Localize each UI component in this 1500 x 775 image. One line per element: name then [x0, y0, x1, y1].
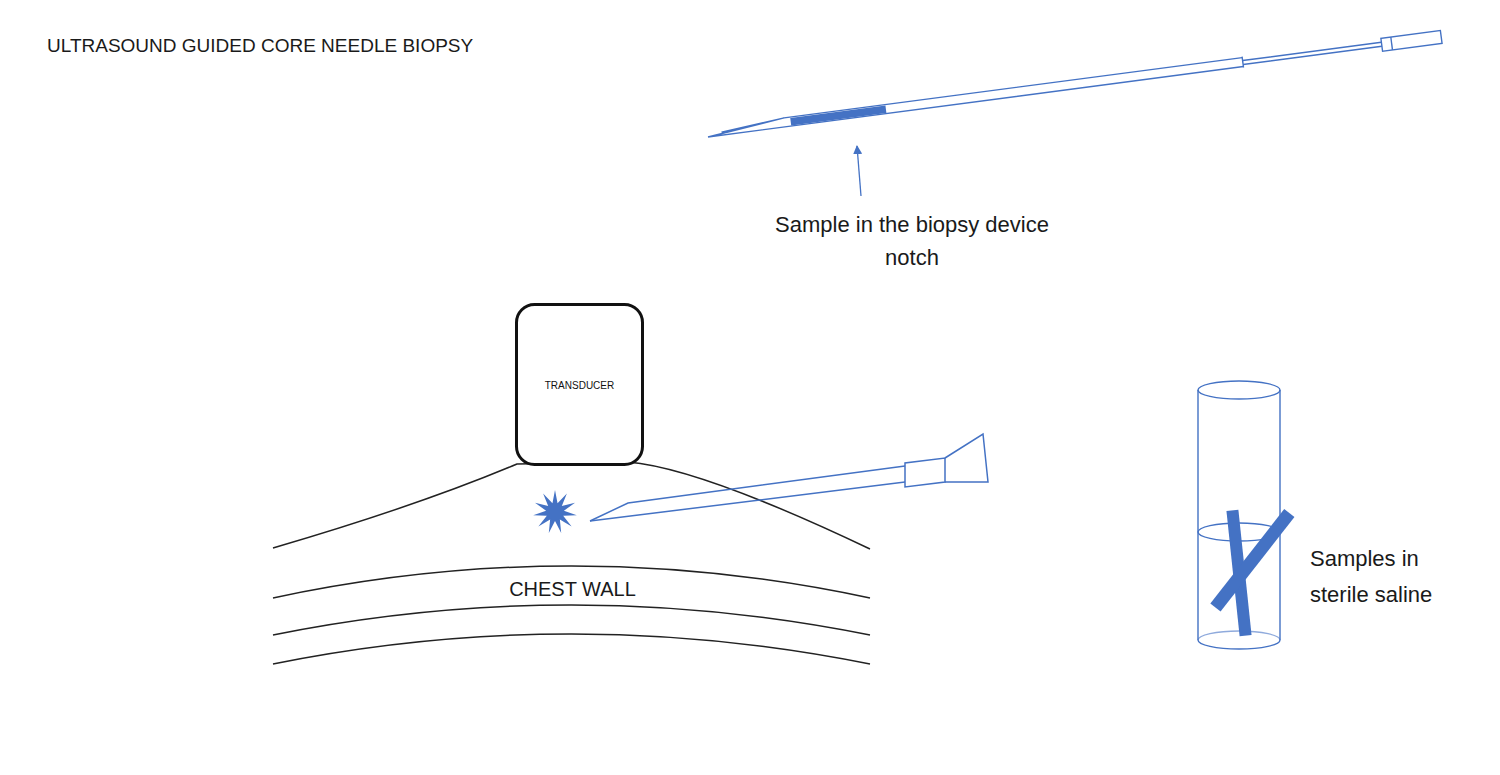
- specimen-tube: [1198, 381, 1280, 649]
- tissue-sample: [790, 106, 886, 126]
- diagram-title: ULTRASOUND GUIDED CORE NEEDLE BIOPSY: [47, 35, 473, 57]
- structure-label: CHEST WALL: [480, 577, 665, 601]
- chest-wall-line: [273, 634, 870, 664]
- callout-label: Sample in the biopsy device notch: [757, 208, 1067, 274]
- biopsy-device: [707, 30, 1442, 139]
- callout-label: Samples in sterile saline: [1310, 541, 1470, 613]
- transducer-box: TRANSDUCER: [515, 303, 644, 466]
- leader-arrow: [857, 146, 861, 196]
- chest-wall-line: [273, 605, 870, 635]
- lesion-star: [533, 490, 577, 533]
- node-text: TRANSDUCER: [515, 379, 644, 390]
- lesion: [533, 490, 577, 533]
- needle: [590, 434, 988, 521]
- breast-outline: [273, 462, 870, 549]
- tissue-samples: [1210, 509, 1294, 636]
- node-label: TRANSDUCER: [515, 379, 644, 390]
